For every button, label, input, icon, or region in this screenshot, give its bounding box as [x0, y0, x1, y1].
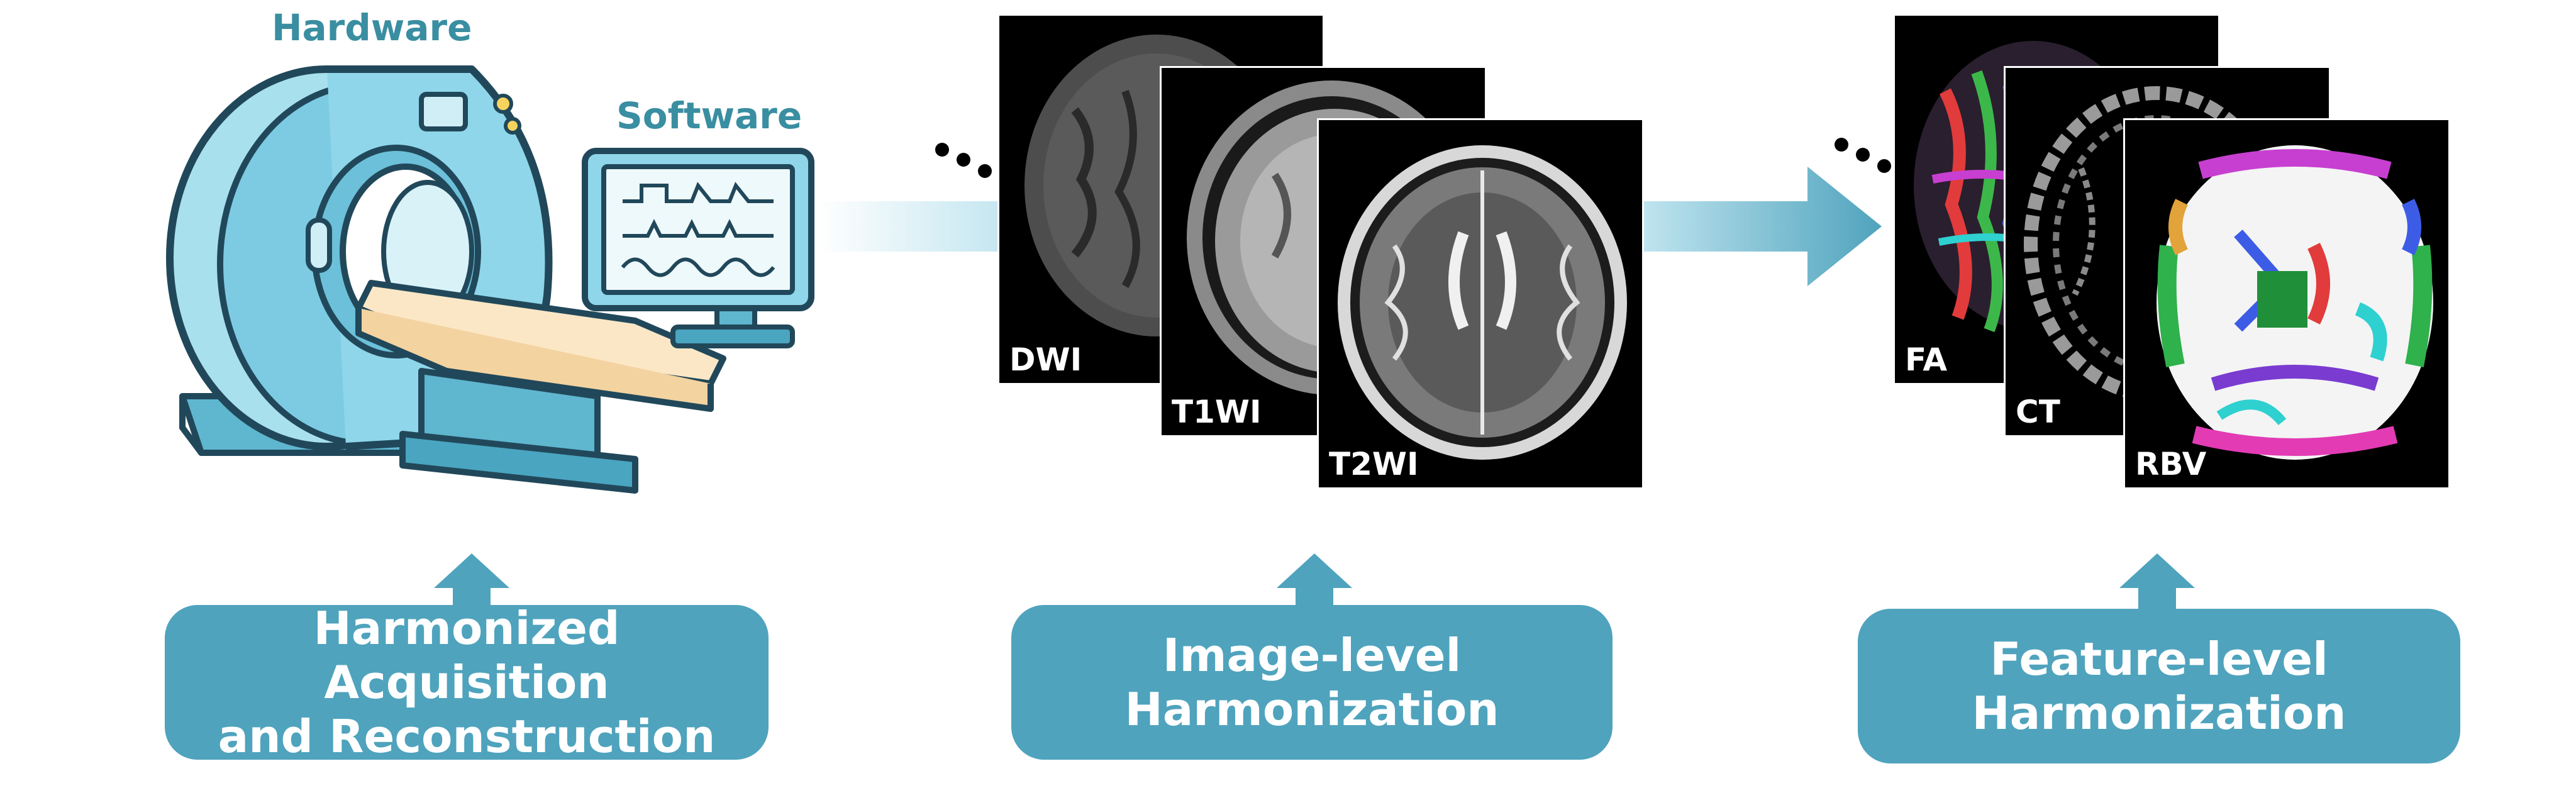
rbv-label: RBV	[2135, 446, 2207, 482]
flow-arrow-1	[818, 201, 1019, 252]
rbv-image	[2157, 145, 2433, 460]
up-arrow-feature-level	[2119, 553, 2195, 623]
t2wi-label: T2WI	[1329, 446, 1419, 482]
acquisition-box-line1: Harmonized Acquisition	[313, 602, 620, 709]
t2wi-panel: T2WI	[1317, 118, 1644, 489]
feature-level-box-line2: Harmonization	[1972, 687, 2346, 740]
software-label: Software	[616, 94, 802, 137]
rbv-panel: RBV	[2123, 118, 2450, 489]
flow-arrow-2	[1644, 167, 1882, 286]
mri-scanner-illustration	[166, 65, 814, 494]
image-level-box-line2: Harmonization	[1124, 683, 1499, 736]
hardware-label: Hardware	[272, 6, 472, 49]
dwi-label: DWI	[1009, 341, 1082, 378]
feature-level-box-line1: Feature-level	[1990, 633, 2328, 685]
acquisition-box-line2: and Reconstruction	[218, 710, 716, 763]
fa-label: FA	[1905, 341, 1948, 378]
ellipsis-dots-1	[935, 143, 992, 178]
feature-level-box: Feature-level Harmonization	[1858, 609, 2460, 763]
acquisition-box: Harmonized Acquisition and Reconstructio…	[165, 602, 769, 763]
t1wi-label: T1WI	[1172, 394, 1262, 430]
image-level-box: Image-level Harmonization	[1011, 605, 1613, 760]
t2wi-image	[1338, 145, 1627, 460]
ct-label: CT	[2016, 394, 2060, 430]
ellipsis-dots-2	[1835, 138, 1891, 173]
image-level-box-line1: Image-level	[1162, 629, 1462, 682]
